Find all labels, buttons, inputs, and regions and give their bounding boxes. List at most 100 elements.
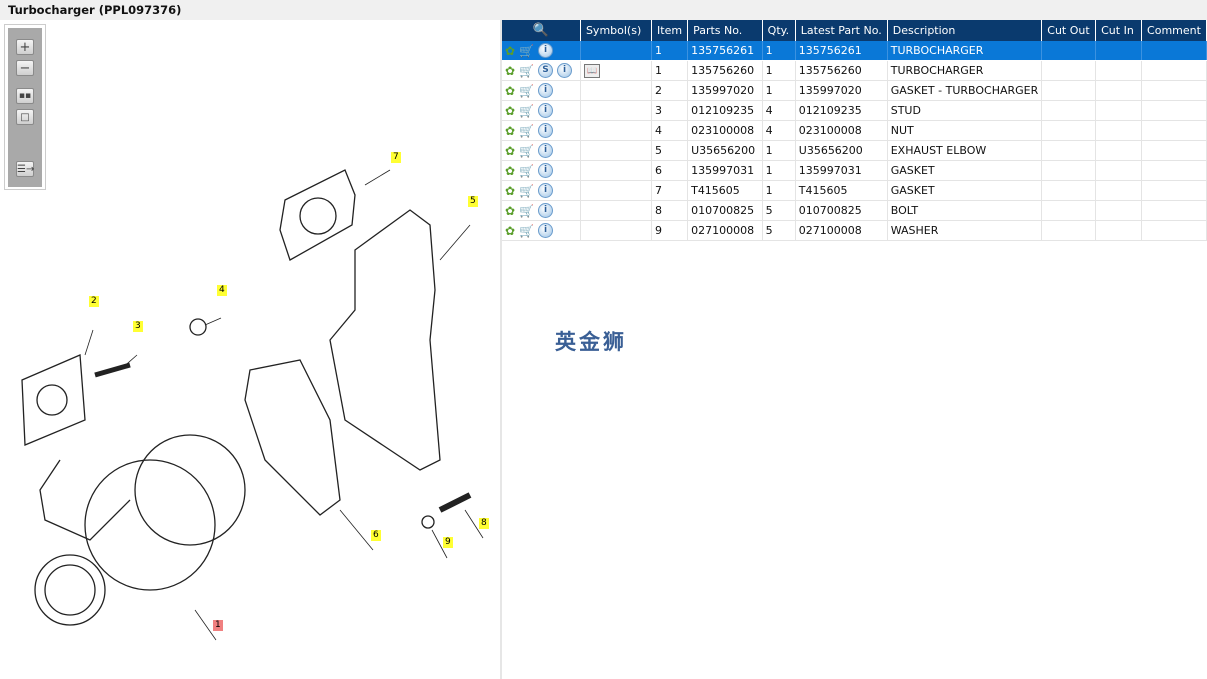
gear-icon[interactable]: ✿ — [505, 203, 516, 218]
info-icon[interactable]: i — [538, 83, 554, 98]
cart-icon[interactable]: 🛒 — [519, 183, 535, 198]
cart-icon[interactable]: 🛒 — [519, 143, 535, 158]
cart-icon[interactable]: 🛒 — [519, 163, 535, 178]
info-icon[interactable]: i — [538, 143, 554, 158]
zoom-in-button[interactable]: + — [16, 39, 34, 55]
row-actions: ✿🛒i — [502, 140, 581, 161]
gear-icon[interactable]: ✿ — [505, 83, 516, 98]
header-search[interactable]: 🔍 — [502, 20, 581, 41]
search-icon[interactable]: 🔍 — [532, 23, 550, 38]
header-comment[interactable]: Comment — [1141, 20, 1207, 41]
header-parts-no[interactable]: Parts No. — [687, 20, 763, 41]
callout-5[interactable]: 5 — [468, 196, 478, 207]
gear-icon[interactable]: ✿ — [505, 223, 516, 238]
gear-icon[interactable]: ✿ — [505, 103, 516, 118]
row-actions: ✿🛒i — [502, 200, 581, 221]
callout-1[interactable]: 1 — [213, 620, 223, 631]
header-description[interactable]: Description — [887, 20, 1043, 41]
cell-item: 1 — [651, 60, 689, 81]
info-icon[interactable]: i — [538, 223, 554, 238]
cell-cut-out — [1041, 180, 1097, 201]
header-item[interactable]: Item — [651, 20, 689, 41]
cell-qty: 1 — [762, 41, 796, 61]
callout-8[interactable]: 8 — [479, 518, 489, 529]
info-icon[interactable]: i — [538, 183, 554, 198]
callout-2[interactable]: 2 — [89, 296, 99, 307]
cell-cut-out — [1041, 220, 1097, 241]
cell-latest: 135756261 — [795, 41, 888, 61]
info-icon[interactable]: i — [538, 103, 554, 118]
gear-icon[interactable]: ✿ — [505, 183, 516, 198]
supersession-icon[interactable]: S — [538, 63, 554, 78]
callout-4[interactable]: 4 — [217, 285, 227, 296]
cell-latest: 135997031 — [795, 160, 888, 181]
cell-cut-in — [1095, 140, 1143, 161]
cell-parts: 135997031 — [687, 160, 763, 181]
cell-qty: 1 — [762, 180, 796, 201]
cart-icon[interactable]: 🛒 — [519, 103, 535, 118]
info-icon[interactable]: i — [538, 123, 554, 138]
header-cut-in[interactable]: Cut In — [1095, 20, 1143, 41]
actual-size-button[interactable]: □ — [16, 109, 34, 125]
callout-6[interactable]: 6 — [371, 530, 381, 541]
cell-item: 3 — [651, 100, 689, 121]
info-icon[interactable]: i — [538, 203, 554, 218]
book-icon[interactable]: 📖 — [583, 63, 600, 78]
cell-parts: T415605 — [687, 180, 763, 201]
cell-desc: TURBOCHARGER — [887, 41, 1043, 61]
cell-item: 5 — [651, 140, 689, 161]
row-actions: ✿🛒i — [502, 100, 581, 121]
header-qty[interactable]: Qty. — [762, 20, 796, 41]
cell-cut-out — [1041, 41, 1097, 61]
gear-icon[interactable]: ✿ — [505, 163, 516, 178]
cell-latest: 027100008 — [795, 220, 888, 241]
exploded-diagram[interactable] — [0, 20, 500, 679]
fit-all-button[interactable]: ▪▪ — [16, 88, 34, 104]
callout-9[interactable]: 9 — [443, 537, 453, 548]
cell-parts: U35656200 — [687, 140, 763, 161]
callout-3[interactable]: 3 — [133, 321, 143, 332]
cell-parts: 027100008 — [687, 220, 763, 241]
cart-icon[interactable]: 🛒 — [519, 83, 535, 98]
cell-latest: 135997020 — [795, 80, 888, 101]
cell-comment — [1141, 220, 1207, 241]
diagram-panel[interactable]: 1 2 3 4 5 6 7 8 9 + − ▪▪ □ ☰→ — [0, 20, 502, 679]
info-icon[interactable]: i — [557, 63, 573, 78]
cell-comment — [1141, 60, 1207, 81]
cell-cut-out — [1041, 160, 1097, 181]
gear-icon[interactable]: ✿ — [505, 143, 516, 158]
header-latest-part-no[interactable]: Latest Part No. — [795, 20, 888, 41]
info-icon[interactable]: i — [538, 163, 554, 178]
cell-cut-in — [1095, 220, 1143, 241]
header-cut-out[interactable]: Cut Out — [1041, 20, 1097, 41]
cell-parts: 135756261 — [687, 41, 763, 61]
export-list-button[interactable]: ☰→ — [16, 161, 34, 177]
cell-desc: STUD — [887, 100, 1043, 121]
cell-cut-in — [1095, 180, 1143, 201]
zoom-toolbar: + − ▪▪ □ ☰→ — [4, 24, 46, 190]
cell-symbols — [580, 100, 653, 121]
gear-icon[interactable]: ✿ — [505, 63, 516, 78]
cart-icon[interactable]: 🛒 — [519, 223, 535, 238]
callout-7[interactable]: 7 — [391, 152, 401, 163]
cart-icon[interactable]: 🛒 — [519, 203, 535, 218]
watermark: 英金狮 — [555, 330, 627, 354]
gear-icon[interactable]: ✿ — [505, 123, 516, 138]
info-icon[interactable]: i — [538, 43, 554, 58]
cart-icon[interactable]: 🛒 — [519, 43, 535, 58]
gear-icon[interactable]: ✿ — [505, 43, 516, 58]
cart-icon[interactable]: 🛒 — [519, 123, 535, 138]
zoom-out-button[interactable]: − — [16, 60, 34, 76]
cart-icon[interactable]: 🛒 — [519, 63, 535, 78]
header-symbols[interactable]: Symbol(s) — [580, 20, 653, 41]
